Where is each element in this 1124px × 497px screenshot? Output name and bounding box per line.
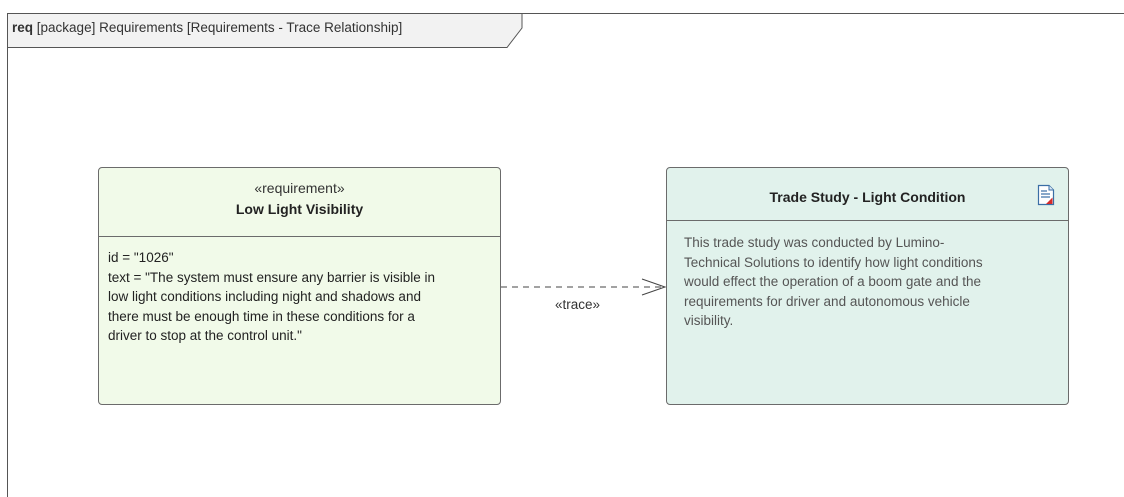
frame-title: req [package] Requirements [Requirements… <box>12 20 402 35</box>
trade-study-body: This trade study was conducted by Lumino… <box>684 235 983 328</box>
trade-study-header: Trade Study - Light Condition <box>667 168 1068 221</box>
requirement-element[interactable]: «requirement» Low Light Visibility id = … <box>98 167 501 405</box>
frame-kind: req <box>12 20 34 35</box>
document-icon <box>1037 184 1055 206</box>
requirement-body: id = "1026" text = "The system must ensu… <box>108 250 436 343</box>
requirement-stereotype: «requirement» <box>254 180 345 196</box>
trade-study-element[interactable]: Trade Study - Light Condition This trade… <box>666 167 1069 405</box>
frame-title-text: [package] Requirements [Requirements - T… <box>36 20 403 35</box>
trade-study-name: Trade Study - Light Condition <box>769 189 966 205</box>
trace-label: «trace» <box>555 297 601 312</box>
diagram-frame <box>7 13 1124 497</box>
requirement-name: Low Light Visibility <box>235 201 364 217</box>
requirement-header: «requirement» Low Light Visibility <box>99 168 500 237</box>
